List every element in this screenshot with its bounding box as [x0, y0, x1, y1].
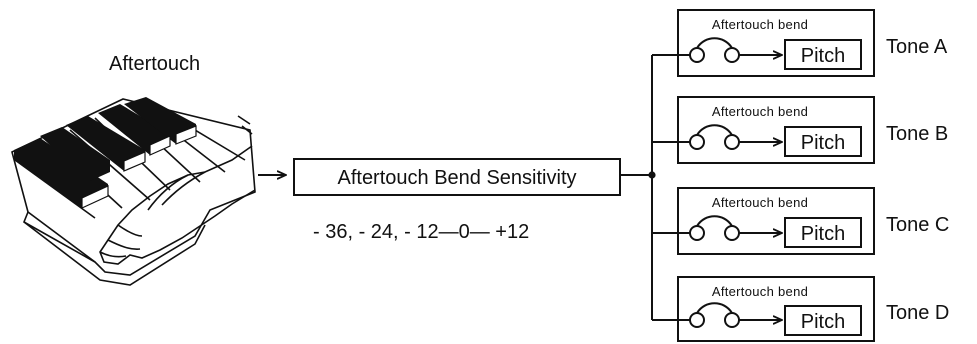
module-title: Aftertouch bend — [712, 104, 808, 119]
pitch-box — [784, 217, 862, 248]
module-title: Aftertouch bend — [712, 284, 808, 299]
switch-contact-right — [724, 312, 740, 328]
switch-arc — [696, 302, 733, 314]
sensitivity-block: Aftertouch Bend Sensitivity - 36, - 24, … — [293, 158, 621, 243]
tone-block-b: Aftertouch bend Pitch Tone B — [652, 96, 948, 164]
pitch-label: Pitch — [801, 132, 845, 154]
tone-block-d: Aftertouch bend Pitch Tone D — [652, 276, 949, 342]
tone-label: Tone B — [886, 123, 948, 145]
switch-contact-right — [724, 47, 740, 63]
keyboard-hand-illustration — [11, 97, 256, 286]
tone-module-box — [677, 276, 875, 342]
sensitivity-label: Aftertouch Bend Sensitivity — [337, 167, 576, 189]
switch-contact-right — [724, 134, 740, 150]
switch-contact-left — [689, 312, 705, 328]
switch-arc — [696, 215, 733, 227]
pitch-label: Pitch — [801, 45, 845, 67]
pitch-label: Pitch — [801, 223, 845, 245]
tone-module-box — [677, 9, 875, 77]
switch-contact-right — [724, 225, 740, 241]
module-title: Aftertouch bend — [712, 195, 808, 210]
switch-contact-left — [689, 134, 705, 150]
pitch-label: Pitch — [801, 311, 845, 333]
pitch-box — [784, 39, 862, 70]
tone-label: Tone C — [886, 214, 949, 236]
switch-contact-left — [689, 47, 705, 63]
switch-arc — [696, 124, 733, 136]
module-title: Aftertouch bend — [712, 17, 808, 32]
tone-block-a: Aftertouch bend Pitch Tone A — [652, 9, 948, 77]
aftertouch-title: Aftertouch — [109, 53, 200, 75]
tone-label: Tone D — [886, 302, 949, 324]
sensitivity-box — [293, 158, 621, 196]
pitch-box — [784, 126, 862, 157]
tone-label: Tone A — [886, 36, 948, 58]
switch-arc — [696, 37, 733, 49]
tone-module-box — [677, 187, 875, 255]
tone-module-box — [677, 96, 875, 164]
tone-block-c: Aftertouch bend Pitch Tone C — [652, 187, 949, 255]
sensitivity-range: - 36, - 24, - 12—0— +12 — [313, 221, 529, 243]
switch-contact-left — [689, 225, 705, 241]
pitch-box — [784, 305, 862, 336]
